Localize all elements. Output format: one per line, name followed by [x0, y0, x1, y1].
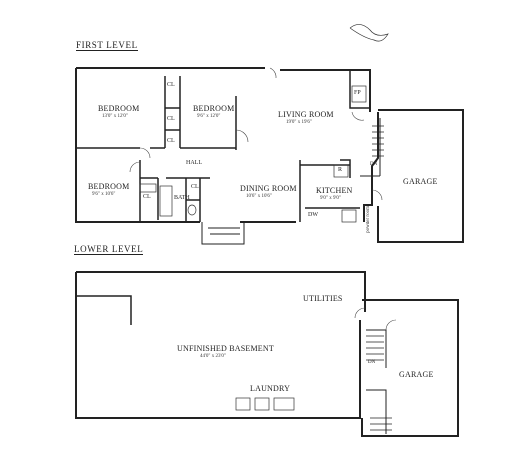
washer: [235, 397, 251, 411]
bedroom-2-dims: 9'6" x 12'0": [197, 114, 221, 119]
basement-label: UNFINISHED BASEMENT: [177, 344, 274, 353]
door-swing: [385, 319, 397, 331]
door-swing: [129, 161, 141, 173]
first-stair-dn-label: DN: [370, 162, 378, 167]
lower-level-outer-walls: [75, 271, 366, 419]
first-level-outer-walls: [75, 67, 379, 223]
kitchen-label: KITCHEN: [316, 186, 353, 195]
lower-stair-dn-label: DN: [368, 360, 376, 365]
bedroom-2-label: BEDROOM: [193, 104, 235, 113]
fireplace-label: FP: [354, 90, 361, 96]
door-swing: [235, 129, 249, 143]
refrigerator-box: [333, 164, 349, 178]
entry-steps: [201, 222, 245, 245]
first-level-heading: FIRST LEVEL: [76, 40, 138, 51]
sink: [139, 183, 157, 193]
compass-sketch: [349, 24, 389, 42]
dryer: [254, 397, 270, 411]
refrigerator-label: R: [338, 167, 343, 173]
lower-stair-treads-2: [370, 417, 392, 431]
door-swing: [269, 67, 277, 79]
lower-level-interior-walls: [76, 295, 132, 325]
door-swing: [139, 147, 151, 159]
closet-4-label: CL: [143, 194, 151, 200]
first-garage-label: GARAGE: [403, 177, 438, 186]
closet-1-label: CL: [167, 82, 175, 88]
basement-dims: 44'0" x 23'0": [200, 354, 226, 359]
closet-3-label: CL: [167, 138, 175, 144]
dining-room-label: DINING ROOM: [240, 184, 297, 193]
bedroom-1-label: BEDROOM: [98, 104, 140, 113]
first-garage-inner: [360, 118, 381, 177]
closet-2-label: CL: [167, 116, 175, 122]
closet-5-label: CL: [191, 184, 199, 190]
living-room-label: LIVING ROOM: [278, 110, 334, 119]
kitchen-dims: 9'0" x 9'0": [320, 196, 341, 201]
first-garage-walls: [377, 109, 464, 243]
stove: [341, 209, 357, 223]
bathtub: [159, 185, 173, 217]
powder-room-label: powder room: [366, 206, 371, 233]
door-swing: [354, 307, 366, 319]
lower-stair-treads: [366, 335, 384, 361]
bedroom-3-dims: 9'6" x 10'6": [92, 192, 116, 197]
fireplace-box: [351, 85, 367, 103]
lower-garage-label: GARAGE: [399, 370, 434, 379]
laundry-label: LAUNDRY: [250, 384, 291, 393]
dining-room-dims: 10'6" x 10'6": [246, 194, 272, 199]
dishwasher-label: DW: [308, 212, 318, 218]
hall-label: HALL: [186, 160, 202, 166]
laundry-tub: [273, 397, 295, 411]
bedroom-1-dims: 13'0" x 12'0": [102, 114, 128, 119]
toilet: [187, 204, 197, 216]
lower-level-heading: LOWER LEVEL: [74, 244, 144, 255]
utilities-label: UTILITIES: [303, 294, 343, 303]
lower-garage-walls: [361, 299, 459, 437]
living-room-dims: 19'0" x 19'6": [286, 120, 312, 125]
door-swing: [371, 189, 383, 201]
bath-label: BATH: [174, 195, 190, 201]
door-swing: [351, 111, 365, 121]
bedroom-3-label: BEDROOM: [88, 182, 130, 191]
first-stair-treads: [372, 125, 384, 157]
